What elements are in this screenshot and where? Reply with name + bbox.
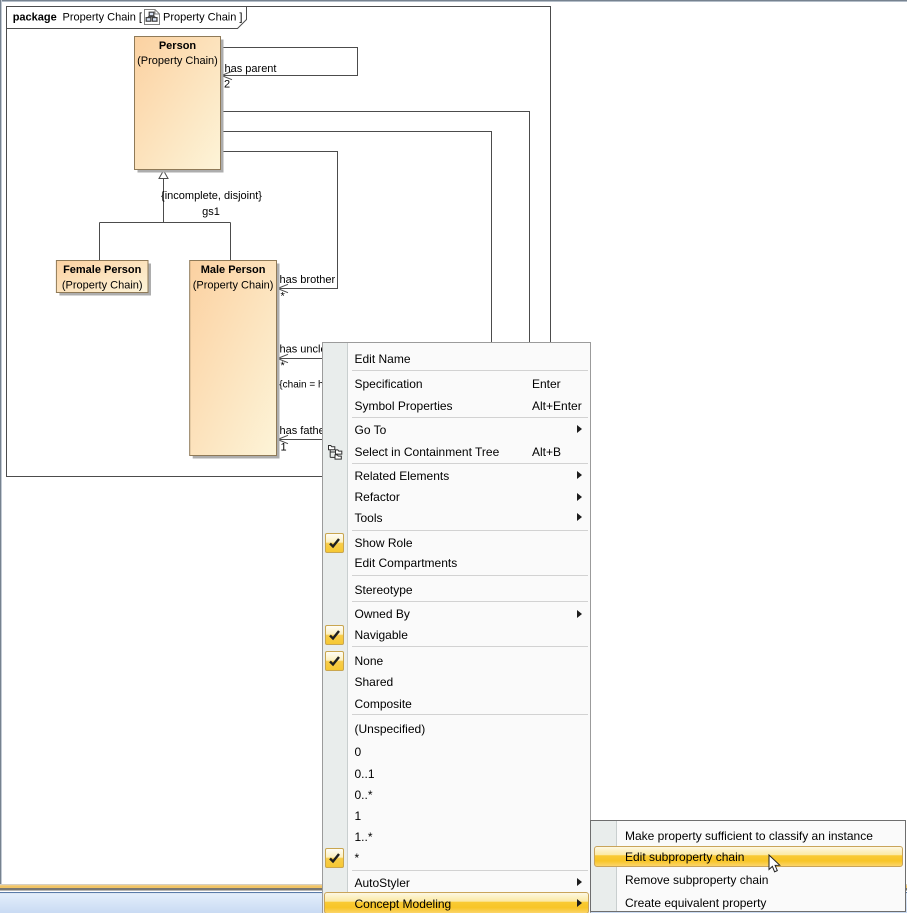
- svg-text:{incomplete, disjoint}: {incomplete, disjoint}: [161, 190, 262, 202]
- svg-text:1: 1: [281, 442, 287, 454]
- svg-text:(Property Chain): (Property Chain): [62, 280, 143, 292]
- svg-text:has uncle: has uncle: [280, 344, 327, 356]
- svg-text:Male Person: Male Person: [201, 264, 266, 276]
- svg-text:Female Person: Female Person: [63, 264, 142, 276]
- svg-text:Person: Person: [159, 40, 197, 52]
- svg-text:*: *: [281, 360, 286, 372]
- svg-text:2: 2: [224, 79, 230, 91]
- svg-text:*: *: [281, 291, 286, 303]
- svg-text:Property Chain [: Property Chain [: [63, 12, 142, 24]
- svg-text:package: package: [13, 12, 57, 24]
- svg-text:has parent: has parent: [225, 63, 277, 75]
- svg-text:{chain = h: {chain = h: [279, 380, 323, 391]
- svg-text:has father: has father: [280, 425, 329, 437]
- svg-text:has brother: has brother: [280, 274, 336, 286]
- svg-text:Property Chain ]: Property Chain ]: [163, 12, 242, 24]
- svg-text:gs1: gs1: [202, 206, 220, 218]
- svg-text:(Property Chain): (Property Chain): [193, 280, 274, 292]
- svg-text:(Property Chain): (Property Chain): [137, 55, 218, 67]
